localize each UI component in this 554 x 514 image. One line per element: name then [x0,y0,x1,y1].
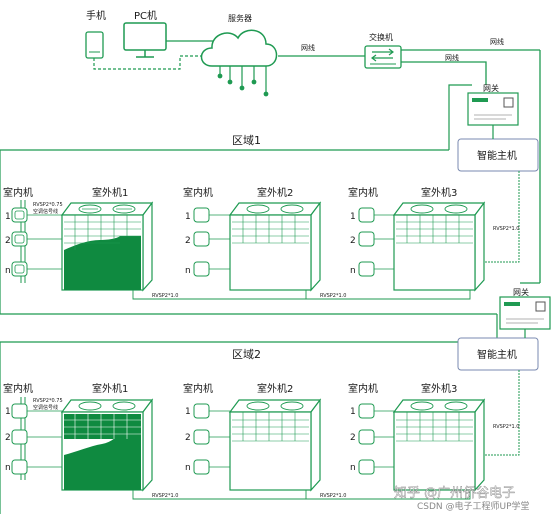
zone-1: 区域1 网关 智能主机 RVSP2*1.0 室内机 RVSP2*0.75 空调信… [0,83,539,315]
zone-2-bus-right: RVSP2*1.0 [493,424,519,430]
zone-2-outdoor-label-1: 室外机1 [92,382,128,395]
zone-1-indoor-header-2: 室内机 [183,186,213,199]
zone-2-g2-num-n: n [185,463,191,473]
gateway-1-label: 网关 [483,83,499,93]
zone-2-indoor-header-3: 室内机 [348,382,378,395]
zone-1-g3-num-1: 1 [350,212,356,222]
zone-1-indoor-unit [11,231,28,247]
zone-1-outdoor-unit-2 [228,201,322,292]
gateway-1 [467,92,519,126]
host-1-label: 智能主机 [477,149,517,162]
cable-label-right-top: 网线 [490,37,504,46]
pc-label: PC机 [134,9,157,22]
zone-2-g2-num-1: 1 [185,407,191,417]
zone-1-g2-num-1: 1 [185,212,191,222]
zone-2-bus-label-line1: RVSP2*0.75 [33,398,63,404]
zone-1-g2-num-2: 2 [185,236,191,246]
zone-1-outdoor-unit-1 [60,201,154,292]
zone-2-outdoor-unit-1 [60,398,154,492]
zone-1-outdoor-label-1: 室外机1 [92,186,128,199]
zone-2-indoor-num-n: n [5,463,11,473]
network-switch [364,45,402,69]
zone-2-bus-label: RVSP2*0.75 空调信号线 [33,398,64,411]
zone-2-g3-num-1: 1 [350,407,356,417]
zone-2-indoor-header-2: 室内机 [183,382,213,395]
zone-2-g2-num-2: 2 [185,433,191,443]
zone-2-indoor-group-2 [193,403,230,475]
zone-2-g3-num-n: n [350,463,356,473]
zone-2-outdoor-label-2: 室外机2 [257,382,293,395]
zone-1-indoor-num-n: n [5,266,11,276]
zone-1-indoor-group-2 [193,207,230,277]
zone-2-indoor-group-3 [358,403,394,475]
host-2-label: 智能主机 [477,348,517,361]
zone-1-outdoor-label-2: 室外机2 [257,186,293,199]
zone-2-title: 区域2 [232,348,261,361]
watermark: 知乎 @广州侨谷电子 [394,485,515,501]
zone-1-indoor-num-2: 2 [5,236,11,246]
zone-1-g2-num-n: n [185,266,191,276]
zone-1-bus-label-line1: RVSP2*0.75 [33,202,63,208]
gateway-2-label: 网关 [513,287,529,297]
zone-2-g3-num-2: 2 [350,433,356,443]
gateway-2 [499,296,551,330]
zone-1-indoor-unit [11,207,28,223]
zone-2-indoor-units [11,403,62,475]
zone-2-outdoor-unit-3 [392,398,486,492]
zone-1-indoor-unit [11,261,28,277]
zone-2-indoor-num-1: 1 [5,407,11,417]
cable-label-right-mid: 网线 [445,53,459,62]
pc-device [123,22,167,58]
zone-1-bus-label-line2: 空调信号线 [33,208,58,215]
phone-label: 手机 [86,9,106,22]
cable-label-left: 网线 [301,43,315,52]
zone-1-bus-bottom-right: RVSP2*1.0 [320,293,346,299]
host-1-box [457,138,539,172]
zone-1-indoor-header-3: 室内机 [348,186,378,199]
zone-1-bus-right: RVSP2*1.0 [493,226,519,232]
zone-1-g3-num-2: 2 [350,236,356,246]
zone-1-indoor-header: 室内机 [3,186,33,199]
zone-1-bus-bottom-left: RVSP2*1.0 [152,293,178,299]
watermark-2: CSDN @电子工程师UP学堂 [417,500,530,512]
zone-2-bus-bottom-left: RVSP2*1.0 [152,493,178,499]
zone-1-bus-label: RVSP2*0.75 空调信号线 [33,202,64,215]
zone-2: 区域2 网关 智能主机 RVSP2*1.0 室内机 RVSP2*0.75 空调信… [0,287,551,514]
host-2-box [457,337,539,371]
server-cloud [200,29,278,97]
zone-2-indoor-num-2: 2 [5,433,11,443]
zone-1-outdoor-label-3: 室外机3 [421,186,457,199]
zone-2-bus-bottom-right: RVSP2*1.0 [320,493,346,499]
zone-2-bus-label-line2: 空调信号线 [33,404,58,411]
zone-1-indoor-group-3 [358,207,394,277]
zone-2-indoor-header: 室内机 [3,382,33,395]
server-label: 服务器 [228,13,252,23]
zone-2-outdoor-label-3: 室外机3 [421,382,457,395]
switch-label: 交换机 [369,32,393,42]
zone-1-outdoor-unit-3 [392,201,486,292]
zone-1-indoor-num-1: 1 [5,212,11,222]
zone-1-title: 区域1 [232,134,261,147]
phone-device [85,31,104,59]
zone-1-g3-num-n: n [350,266,356,276]
zone-2-outdoor-unit-2 [228,398,322,492]
